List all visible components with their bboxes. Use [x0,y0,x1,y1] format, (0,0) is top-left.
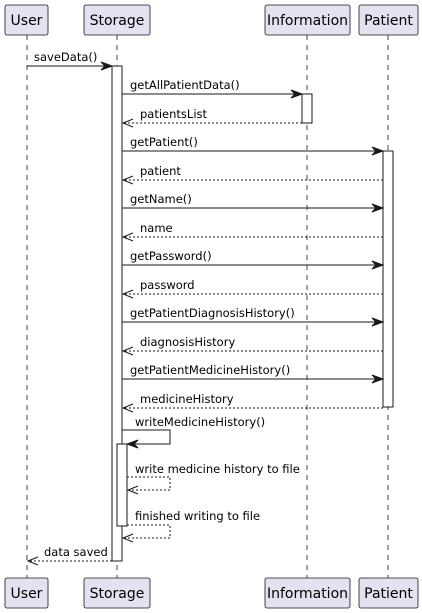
message-savedata: saveData() [27,50,114,71]
participant-patient-bottom: Patient [358,577,419,609]
participant-user-label-bottom: User [11,586,43,602]
message-name-label: name [140,221,173,235]
participant-patient-label-bottom: Patient [364,586,413,602]
storage-nested-activation [116,443,128,527]
message-getallpatientdata: getAllPatientData() [122,78,304,99]
message-getname-label: getName() [130,192,192,206]
message-data-saved: data saved [26,545,112,566]
message-getpatientmedicinehistory-label: getPatientMedicineHistory() [130,363,290,377]
message-diagnosishistory-label: diagnosisHistory [140,335,235,349]
message-password: password [121,278,383,299]
message-write-to-file: write medicine history to file [126,462,300,495]
participant-storage-top: Storage [83,4,151,36]
message-writemedicinehistory: writeMedicineHistory() [122,415,265,449]
message-getpatient-label: getPatient() [130,135,198,149]
message-patient-label: patient [140,164,181,178]
message-finished-writing: finished writing to file [121,509,260,543]
message-data-saved-label: data saved [44,545,108,559]
message-medicinehistory-label: medicineHistory [140,392,234,406]
message-medicinehistory: medicineHistory [121,392,383,413]
message-writemedicinehistory-label: writeMedicineHistory() [135,415,265,429]
message-write-to-file-label: write medicine history to file [135,462,300,476]
participant-patient-label: Patient [364,13,413,29]
message-getname: getName() [122,192,385,213]
storage-activation [111,65,123,562]
participant-storage-label-bottom: Storage [90,586,145,602]
participant-storage-label: Storage [90,13,145,29]
message-patientslist: patientsList [121,107,302,128]
message-password-label: password [140,278,195,292]
participant-information-label-bottom: Information [267,586,348,602]
message-getpatient: getPatient() [122,135,385,156]
message-getpatientdiagnosishistory-label: getPatientDiagnosisHistory() [130,306,295,320]
message-finished-writing-label: finished writing to file [135,509,260,523]
participant-patient-top: Patient [358,4,419,36]
information-activation [301,93,313,124]
message-getallpatientdata-label: getAllPatientData() [130,78,240,92]
message-patient: patient [121,164,383,185]
message-patientslist-label: patientsList [140,107,208,121]
participant-user-bottom: User [4,577,49,609]
message-diagnosishistory: diagnosisHistory [121,335,383,356]
patient-activation [382,150,394,408]
participant-information-label: Information [267,13,348,29]
participant-storage-bottom: Storage [83,577,151,609]
message-name: name [121,221,383,242]
message-savedata-label: saveData() [34,50,97,64]
participant-information-bottom: Information [264,577,351,609]
participant-user-label: User [11,13,43,29]
message-getpassword-label: getPassword() [130,249,212,263]
participant-information-top: Information [264,4,351,36]
message-getpassword: getPassword() [122,249,385,270]
message-getpatientdiagnosishistory: getPatientDiagnosisHistory() [122,306,385,327]
participant-user-top: User [4,4,49,36]
message-getpatientmedicinehistory: getPatientMedicineHistory() [122,363,385,384]
